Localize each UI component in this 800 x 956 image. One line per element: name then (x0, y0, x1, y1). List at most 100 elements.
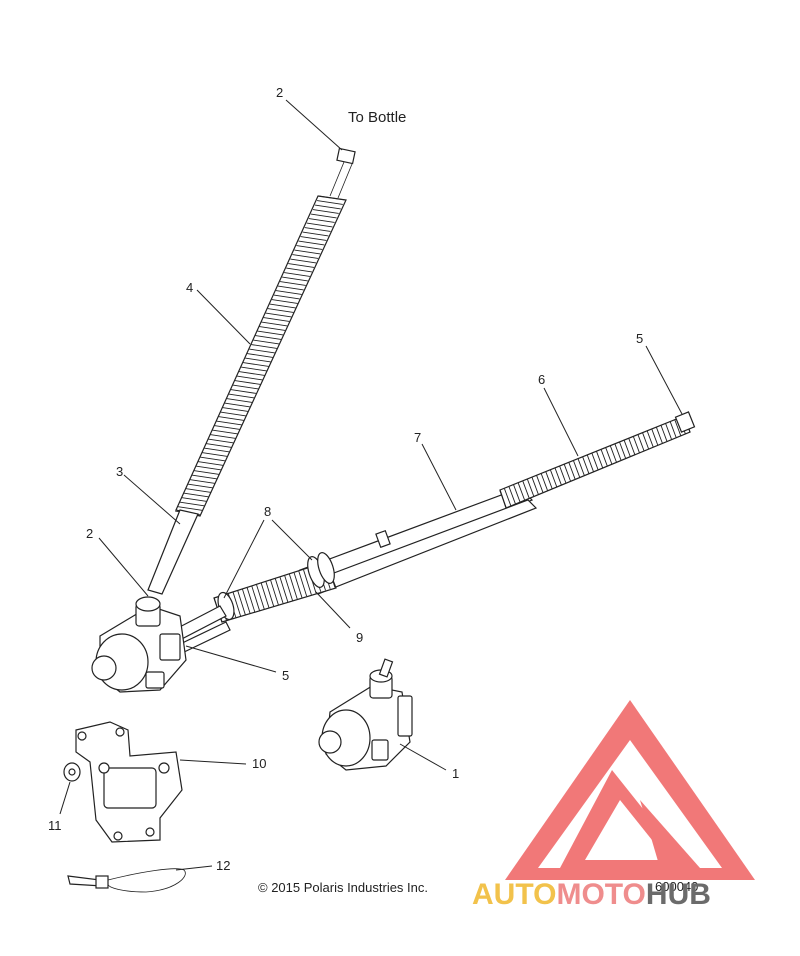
rib (632, 436, 640, 454)
rib (214, 425, 241, 430)
rib (191, 474, 218, 480)
rib (660, 424, 668, 442)
rib (201, 452, 228, 457)
rib (265, 581, 275, 607)
rib (238, 371, 265, 376)
rib (289, 574, 298, 600)
rib (317, 200, 343, 205)
rib (646, 430, 654, 448)
rib (279, 577, 289, 603)
rib (614, 443, 622, 461)
rib (279, 281, 306, 286)
rib (573, 460, 581, 478)
watermark-text: AUTOMOTOHUB (472, 878, 711, 911)
rib (249, 348, 275, 354)
rib (265, 312, 292, 318)
rib (212, 429, 238, 435)
rib (619, 441, 627, 459)
rib (527, 479, 535, 497)
rib (228, 393, 255, 399)
rib (651, 428, 659, 446)
rib (282, 276, 308, 282)
rib (306, 222, 333, 228)
rib (259, 326, 286, 331)
rib (568, 462, 576, 480)
rib (246, 587, 256, 613)
callout-4: 4 (186, 280, 193, 295)
rib (284, 575, 293, 601)
rib (596, 451, 604, 469)
rib (189, 479, 216, 484)
rib (655, 426, 663, 444)
rib (274, 578, 284, 604)
watermark-hub: HUB (646, 878, 711, 911)
hose-ribs (175, 195, 345, 516)
rib (293, 572, 303, 598)
rib (222, 407, 249, 412)
rib (302, 231, 329, 237)
rib (300, 236, 327, 241)
rib (199, 456, 226, 462)
watermark-logo (505, 700, 755, 880)
rib (290, 258, 317, 264)
rib (499, 490, 507, 508)
rib (609, 445, 617, 463)
callout-5-right: 5 (636, 331, 643, 346)
rib (314, 204, 341, 210)
rib (531, 477, 539, 495)
note-to-bottle: To Bottle (348, 109, 406, 126)
rib (242, 362, 269, 367)
rib (207, 438, 234, 444)
leader-lines (59, 99, 683, 871)
watermark-auto: AUTO (472, 878, 556, 911)
rib (273, 294, 300, 300)
rib (255, 335, 282, 340)
rib (310, 213, 337, 219)
rib (554, 467, 562, 486)
callout-7: 7 (414, 430, 421, 445)
rib (294, 249, 321, 255)
callout-1: 1 (452, 766, 459, 781)
rib (224, 402, 251, 408)
rib (298, 571, 308, 597)
rib (185, 488, 212, 493)
rib (665, 422, 673, 441)
rib (181, 497, 208, 502)
copyright-text: © 2015 Polaris Industries Inc. (258, 880, 428, 895)
rib (220, 411, 247, 417)
rib (241, 588, 251, 614)
rib (205, 443, 232, 448)
rib (251, 585, 260, 611)
rib (288, 263, 315, 268)
rib (236, 375, 263, 381)
rib (177, 506, 203, 511)
grommet (63, 762, 81, 782)
long-hose-assembly (213, 411, 696, 623)
rib (195, 465, 222, 471)
rib (303, 569, 312, 595)
rib (577, 458, 585, 476)
rib (183, 492, 210, 498)
rib (232, 591, 242, 617)
rib (256, 584, 265, 610)
rib (197, 461, 224, 466)
rib (605, 447, 613, 465)
callout-9: 9 (356, 630, 363, 645)
rib (218, 416, 245, 421)
callout-2-top: 2 (276, 85, 283, 100)
figure-number: 600040 (655, 879, 698, 894)
rib (298, 240, 325, 246)
callout-12: 12 (216, 858, 230, 873)
rib (286, 267, 313, 273)
rib (559, 466, 567, 484)
callout-8: 8 (264, 504, 271, 519)
callout-5-lower: 5 (282, 668, 289, 683)
rib (263, 317, 290, 322)
rib (203, 447, 230, 453)
rib (234, 380, 261, 385)
rib (308, 218, 335, 223)
rib (504, 488, 512, 506)
rib (237, 590, 246, 616)
rib (319, 195, 345, 201)
